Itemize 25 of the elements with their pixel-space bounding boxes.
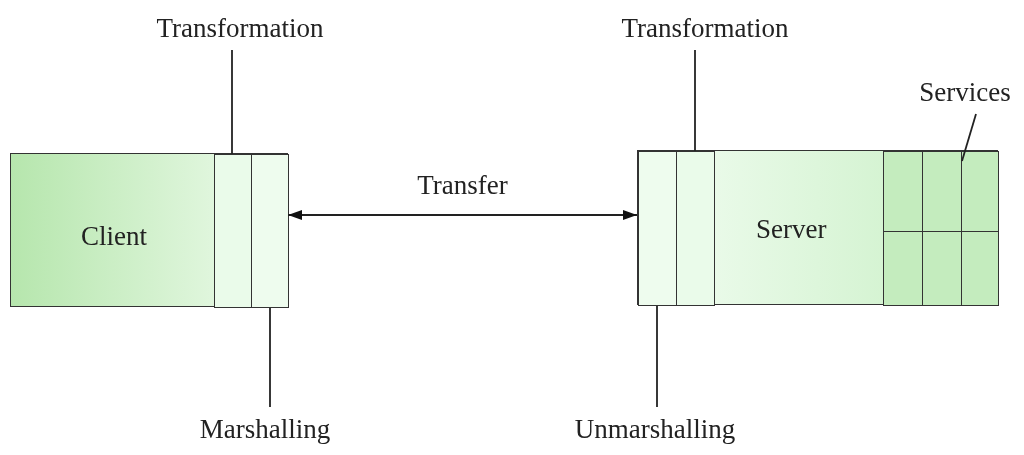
unmarshalling-strip <box>638 151 677 306</box>
server-label: Server <box>756 213 827 245</box>
marshalling-strip <box>251 154 289 308</box>
transformation-strip <box>214 154 252 308</box>
leader-line <box>231 49 233 155</box>
part-label: Transformation <box>621 12 789 44</box>
double-arrow <box>287 210 638 220</box>
service-cell <box>883 151 923 232</box>
part-label: Unmarshalling <box>574 413 736 445</box>
server-box <box>637 150 998 305</box>
transformation-strip <box>676 151 715 306</box>
leader-line <box>694 49 696 152</box>
service-cell <box>922 151 962 232</box>
service-cell <box>961 231 999 306</box>
service-cell <box>883 231 923 306</box>
client-box <box>10 153 288 307</box>
part-label: Transformation <box>156 12 324 44</box>
client-label: Client <box>81 220 147 252</box>
leader-line <box>961 113 977 162</box>
part-label: Marshalling <box>199 413 331 445</box>
part-label: Services <box>919 76 1011 108</box>
leader-line <box>269 307 271 408</box>
service-cell <box>922 231 962 306</box>
service-cell <box>961 151 999 232</box>
leader-line <box>656 305 658 408</box>
